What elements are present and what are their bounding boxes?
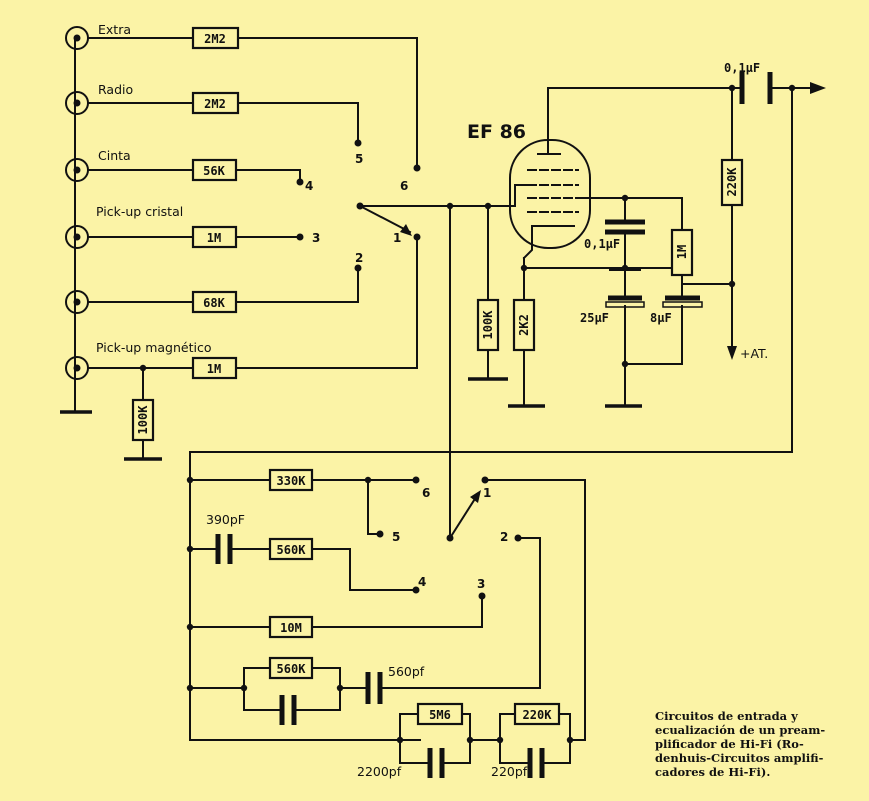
svg-text:4: 4 [305, 179, 313, 193]
svg-text:EF 86: EF 86 [467, 121, 526, 143]
jack-unlabeled [65, 290, 89, 314]
jack-pickup-cristal: Pick-up cristal [65, 204, 183, 249]
selector-switch-top: 5 6 4 3 1 2 [296, 139, 516, 272]
svg-text:220pf: 220pf [491, 764, 528, 779]
svg-text:560pf: 560pf [388, 664, 425, 679]
svg-text:1: 1 [393, 231, 401, 245]
label-radio: Radio [98, 82, 133, 97]
svg-text:0,1µF: 0,1µF [724, 61, 760, 75]
svg-text:1: 1 [483, 486, 491, 500]
resistor-pickup-cristal: 1M [191, 225, 238, 249]
caption-line: Circuitos de entrada y [655, 709, 798, 723]
cap-390pf: 390pF [206, 512, 245, 564]
svg-text:2M2: 2M2 [204, 32, 226, 46]
svg-text:6: 6 [400, 179, 408, 193]
cap-560pf: 560pf [365, 664, 425, 704]
svg-text:10M: 10M [280, 621, 302, 635]
svg-text:100K: 100K [481, 310, 495, 340]
svg-text:56K: 56K [203, 164, 225, 178]
svg-text:2: 2 [355, 251, 363, 265]
resistor-cinta: 56K [191, 158, 238, 182]
cap-output: 0,1µF [724, 61, 777, 104]
jack-pickup-magnetico: Pick-up magnético [65, 340, 211, 380]
resistor-screen-1m: 1M [670, 228, 694, 277]
label-pickup-cristal: Pick-up cristal [96, 204, 183, 219]
cap-screen: 0,1µF [584, 219, 645, 251]
svg-text:330K: 330K [277, 474, 307, 488]
figure-caption: Circuitos de entrada y ecualización de u… [655, 709, 845, 779]
svg-text:6: 6 [422, 486, 430, 500]
cap-filter-8uf: 8µF [650, 295, 703, 325]
input-ground-bus [60, 37, 92, 414]
svg-text:560K: 560K [277, 543, 307, 557]
cap-parallel-560k [279, 695, 297, 725]
svg-text:2K2: 2K2 [517, 314, 531, 336]
svg-text:2M2: 2M2 [204, 97, 226, 111]
svg-text:390pF: 390pF [206, 512, 245, 527]
svg-text:220K: 220K [725, 167, 739, 197]
resistor-220k-eq: 220K [513, 702, 561, 726]
svg-text:5M6: 5M6 [429, 708, 451, 722]
resistor-560k-a: 560K [268, 537, 314, 561]
label-cinta: Cinta [98, 148, 131, 163]
input-wires [87, 37, 418, 461]
svg-text:1M: 1M [675, 245, 689, 259]
svg-text:5: 5 [392, 530, 400, 544]
resistor-5m6: 5M6 [416, 702, 464, 726]
label-extra: Extra [98, 22, 131, 37]
resistor-radio: 2M2 [191, 91, 240, 115]
resistor-10m: 10M [268, 615, 314, 639]
svg-text:5: 5 [355, 152, 363, 166]
cap-cathode-25uf: 25µF [580, 269, 645, 325]
selector-switch-bottom: 6 1 5 2 4 3 [376, 205, 522, 600]
caption-line: cadores de Hi-Fi). [655, 765, 771, 779]
eq-wiring [186, 476, 586, 764]
svg-text:68K: 68K [203, 296, 225, 310]
resistor-input-load: 100K [131, 398, 155, 442]
svg-text:8µF: 8µF [650, 311, 672, 325]
resistor-unlabeled: 68K [191, 290, 238, 314]
svg-text:3: 3 [477, 577, 485, 591]
svg-text:2200pf: 2200pf [357, 764, 402, 779]
svg-text:4: 4 [418, 575, 426, 589]
resistor-560k-b: 560K [268, 656, 314, 680]
jack-radio: Radio [65, 82, 133, 115]
svg-text:100K: 100K [136, 405, 150, 435]
cap-2200pf: 2200pf [357, 748, 445, 779]
resistor-pickup-magnetico: 1M [191, 356, 238, 380]
tube-ef86: EF 86 [467, 121, 601, 260]
resistor-330k: 330K [268, 468, 314, 492]
tube-wiring [189, 82, 826, 741]
caption-line: denhuis-Circuitos amplifi- [655, 751, 824, 765]
cap-220pf: 220pf [491, 748, 545, 779]
svg-text:0,1µF: 0,1µF [584, 237, 620, 251]
svg-text:560K: 560K [277, 662, 307, 676]
svg-text:25µF: 25µF [580, 311, 609, 325]
svg-text:220K: 220K [523, 708, 553, 722]
supply-label: +AT. [740, 346, 768, 361]
resistor-grid-100k: 100K [476, 298, 500, 352]
resistor-plate-220k: 220K [720, 158, 744, 207]
svg-text:2: 2 [500, 530, 508, 544]
label-pickup-magnetico: Pick-up magnético [96, 340, 211, 355]
svg-text:1M: 1M [207, 362, 221, 376]
svg-text:3: 3 [312, 231, 320, 245]
resistor-extra: 2M2 [191, 26, 240, 50]
caption-line: ecualización de un pream- [655, 723, 826, 737]
caption-line: plificador de Hi-Fi (Ro- [655, 737, 804, 751]
svg-text:1M: 1M [207, 231, 221, 245]
resistor-cathode-2k2: 2K2 [512, 298, 536, 352]
